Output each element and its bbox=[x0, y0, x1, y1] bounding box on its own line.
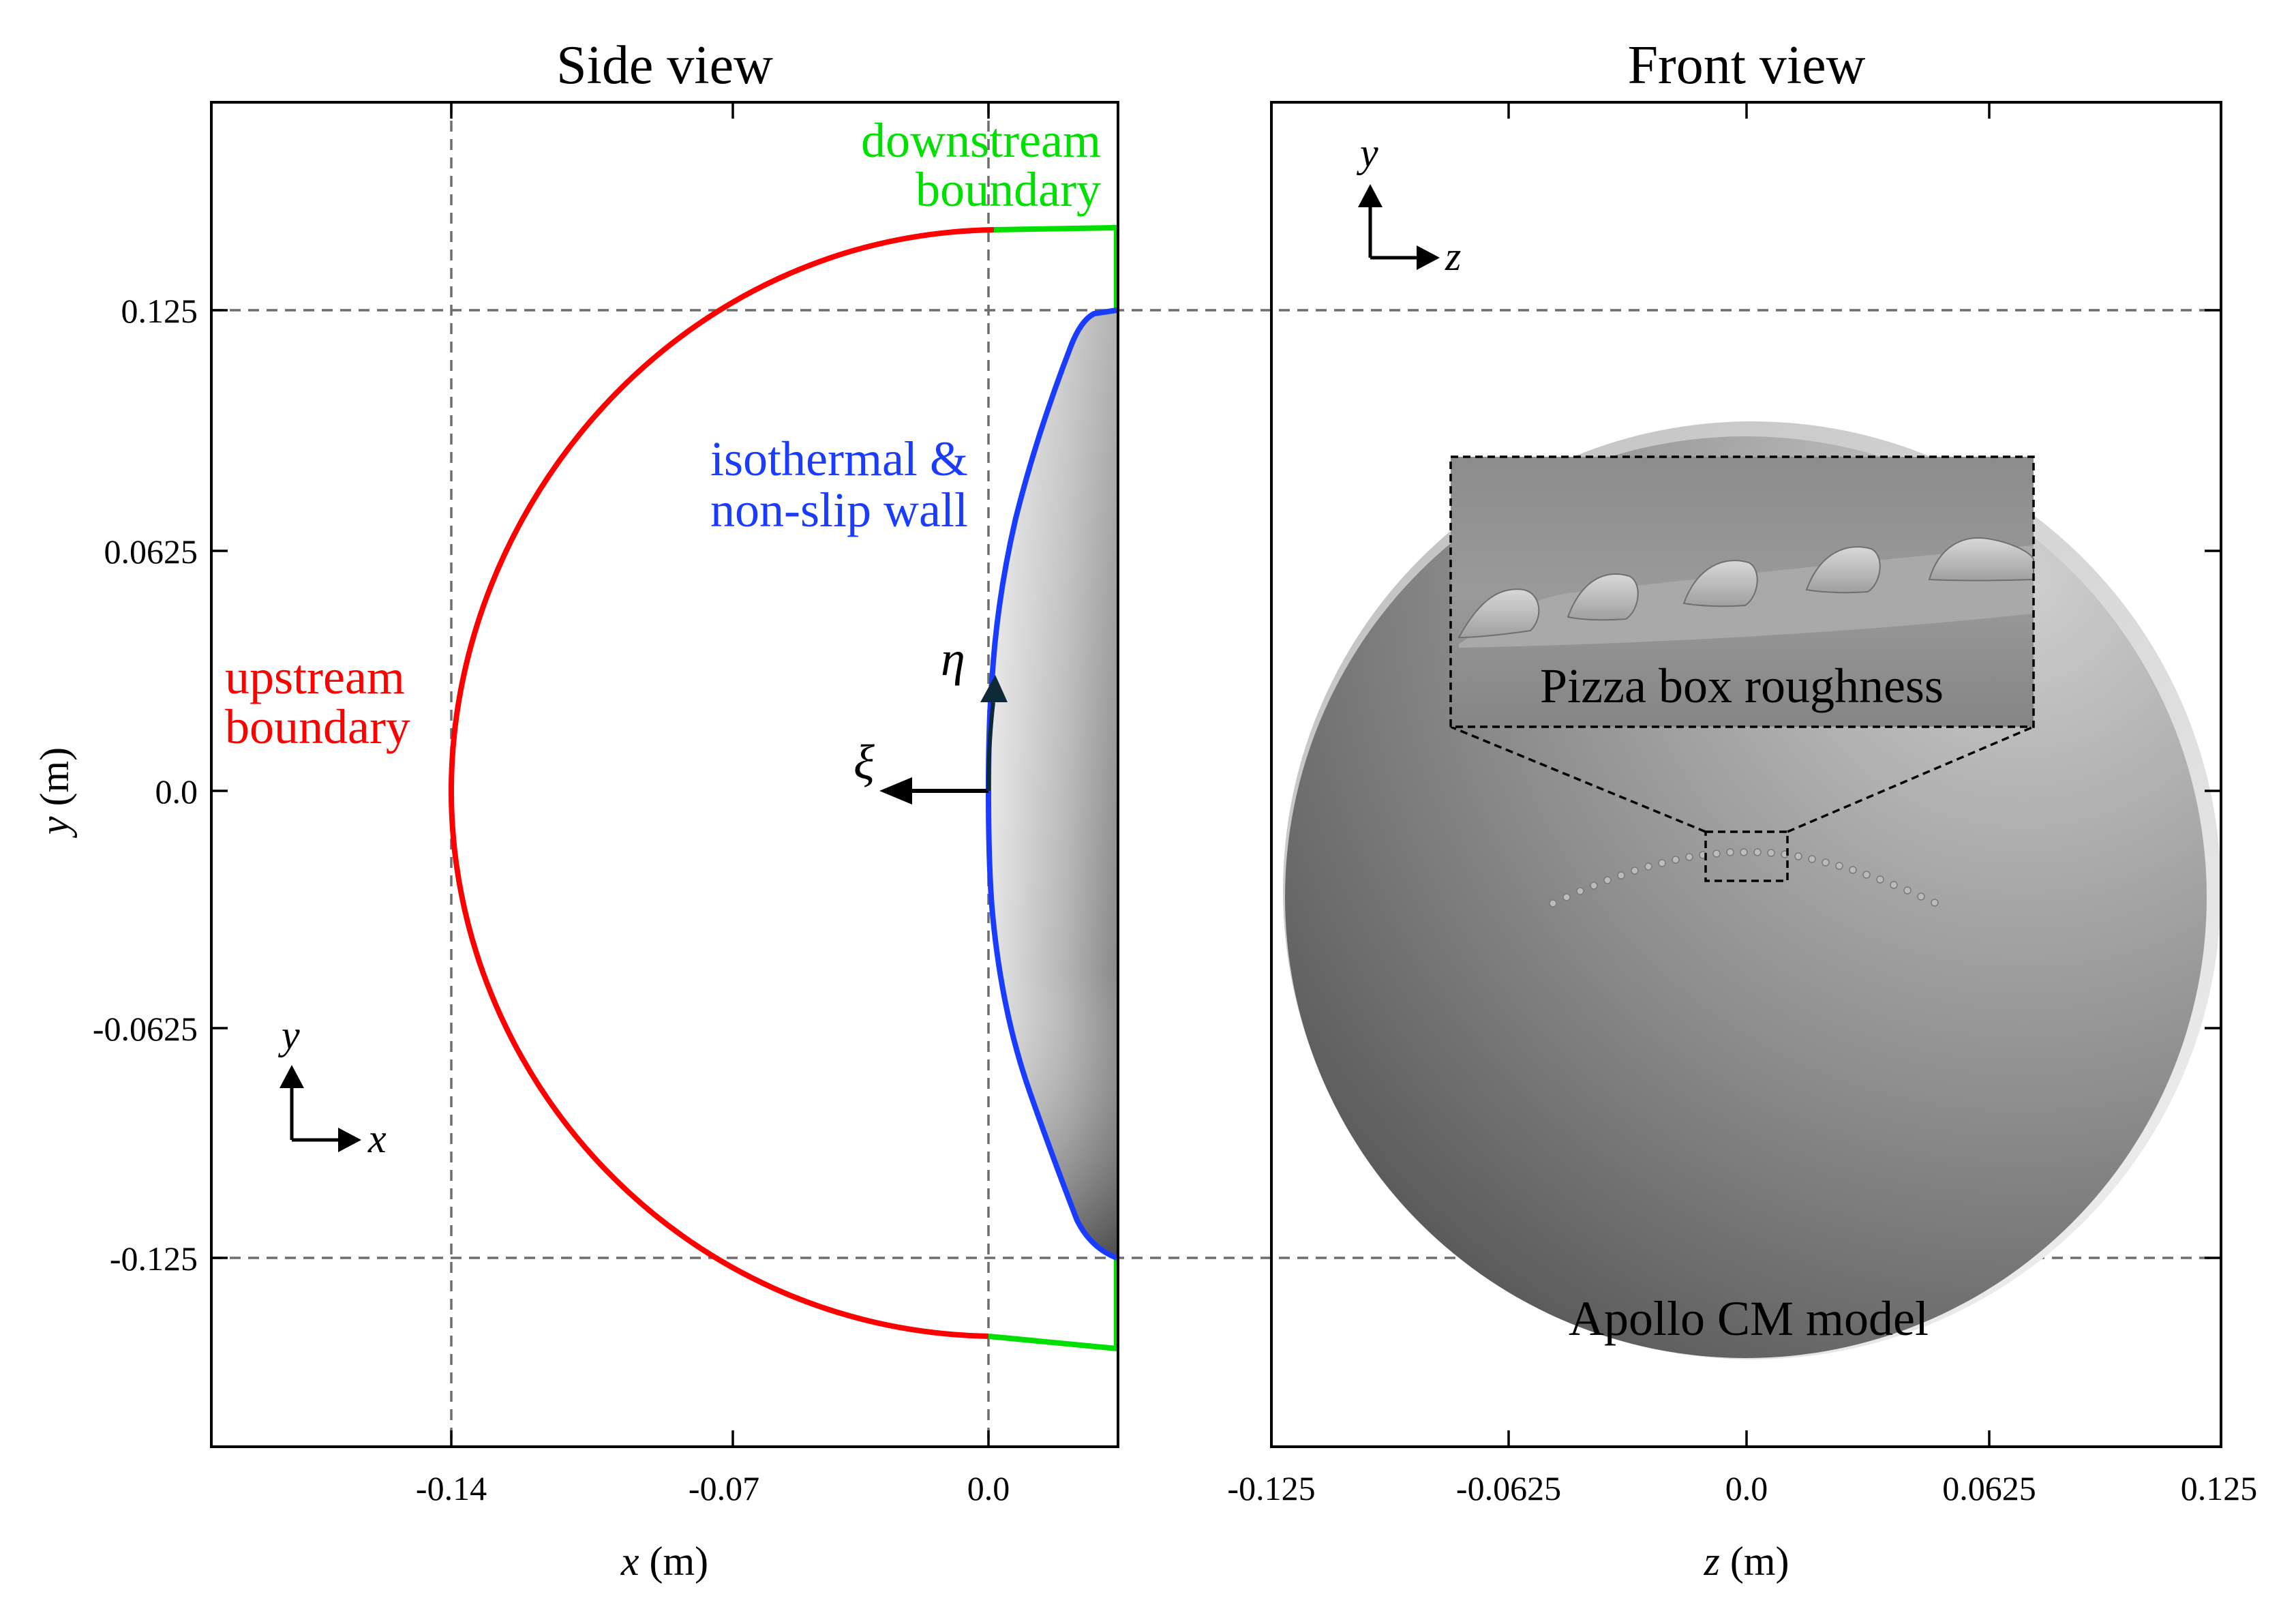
inset-roughness-bumps bbox=[1457, 537, 2034, 639]
xi-arrowhead-icon bbox=[879, 777, 912, 805]
side-ytick-label: -0.0625 bbox=[93, 1010, 198, 1048]
inset-border bbox=[1449, 455, 2035, 728]
local-coordinate-arrows: ξ η bbox=[854, 631, 1008, 805]
side-ytick-label: 0.125 bbox=[121, 292, 198, 330]
indicator-y-arrow-icon bbox=[280, 1065, 304, 1088]
front-xtick-label: -0.125 bbox=[1227, 1469, 1315, 1507]
xi-label: ξ bbox=[854, 735, 875, 790]
side-plot-frame bbox=[210, 101, 1119, 1448]
side-view-panel: Side view ξ η downstre bbox=[32, 35, 2219, 1584]
indicator-y-label: y bbox=[277, 1012, 300, 1057]
side-xaxis-label: x (m) bbox=[620, 1539, 708, 1584]
upstream-label-line2: boundary bbox=[225, 700, 410, 754]
eta-arrowhead-icon bbox=[980, 675, 1008, 702]
front-xtick-label: 0.0625 bbox=[1942, 1469, 2036, 1507]
side-xtick-label: -0.14 bbox=[416, 1469, 487, 1507]
front-view-title: Front view bbox=[1628, 35, 1866, 95]
inset-label: Pizza box roughness bbox=[1540, 659, 1944, 713]
downstream-boundary-top bbox=[993, 224, 1119, 310]
side-ticks bbox=[211, 102, 990, 1447]
indicator-z-label: z bbox=[1445, 234, 1461, 279]
upstream-boundary-curve bbox=[448, 227, 995, 1339]
roughness-inset: Pizza box roughness bbox=[1449, 455, 2035, 728]
side-ytick-label: 0.0625 bbox=[104, 532, 198, 571]
roughness-zoom-box bbox=[1704, 830, 1789, 882]
front-xtick-label: 0.125 bbox=[2181, 1469, 2258, 1507]
eta-arrow-shaft bbox=[986, 702, 995, 792]
zoom-connector-left bbox=[1450, 725, 1706, 833]
indicator-y-label: y bbox=[1356, 130, 1378, 175]
wall-label-line2: non-slip wall bbox=[710, 483, 968, 537]
side-xtick-label: 0.0 bbox=[967, 1469, 1010, 1507]
downstream-boundary-bottom bbox=[988, 1258, 1119, 1352]
front-xtick-label: -0.0625 bbox=[1456, 1469, 1561, 1507]
upstream-label-line1: upstream bbox=[225, 650, 405, 704]
eta-label: η bbox=[941, 631, 965, 686]
indicator-x-arrow-icon bbox=[338, 1128, 361, 1152]
model-label: Apollo CM model bbox=[1569, 1291, 1929, 1346]
side-xtick-label: -0.07 bbox=[689, 1469, 759, 1507]
indicator-y-arrow-icon bbox=[1358, 184, 1383, 207]
side-axes-indicator: y x bbox=[277, 1012, 387, 1161]
wall-label-line1: isothermal & bbox=[710, 432, 968, 486]
front-xaxis-label: z (m) bbox=[1704, 1539, 1789, 1584]
side-view-title: Side view bbox=[556, 35, 773, 95]
front-ticks bbox=[1507, 102, 2221, 1447]
front-view-panel: Front view bbox=[1227, 35, 2257, 1584]
downstream-label-line2: boundary bbox=[916, 162, 1101, 217]
zoom-connector-right bbox=[1787, 725, 2034, 833]
side-ytick-label: -0.125 bbox=[110, 1239, 198, 1278]
capsule-front-disk: Pizza box roughness bbox=[1283, 421, 2221, 1359]
downstream-label-line1: downstream bbox=[861, 113, 1101, 168]
capsule-side-shadow bbox=[988, 310, 1117, 1258]
side-ytick-label: 0.0 bbox=[155, 772, 198, 811]
side-yaxis-label: y (m) bbox=[32, 747, 77, 839]
front-xtick-label: 0.0 bbox=[1725, 1469, 1768, 1507]
indicator-x-label: x bbox=[367, 1116, 387, 1161]
front-axes-indicator: y z bbox=[1356, 130, 1461, 279]
indicator-z-arrow-icon bbox=[1417, 245, 1440, 270]
